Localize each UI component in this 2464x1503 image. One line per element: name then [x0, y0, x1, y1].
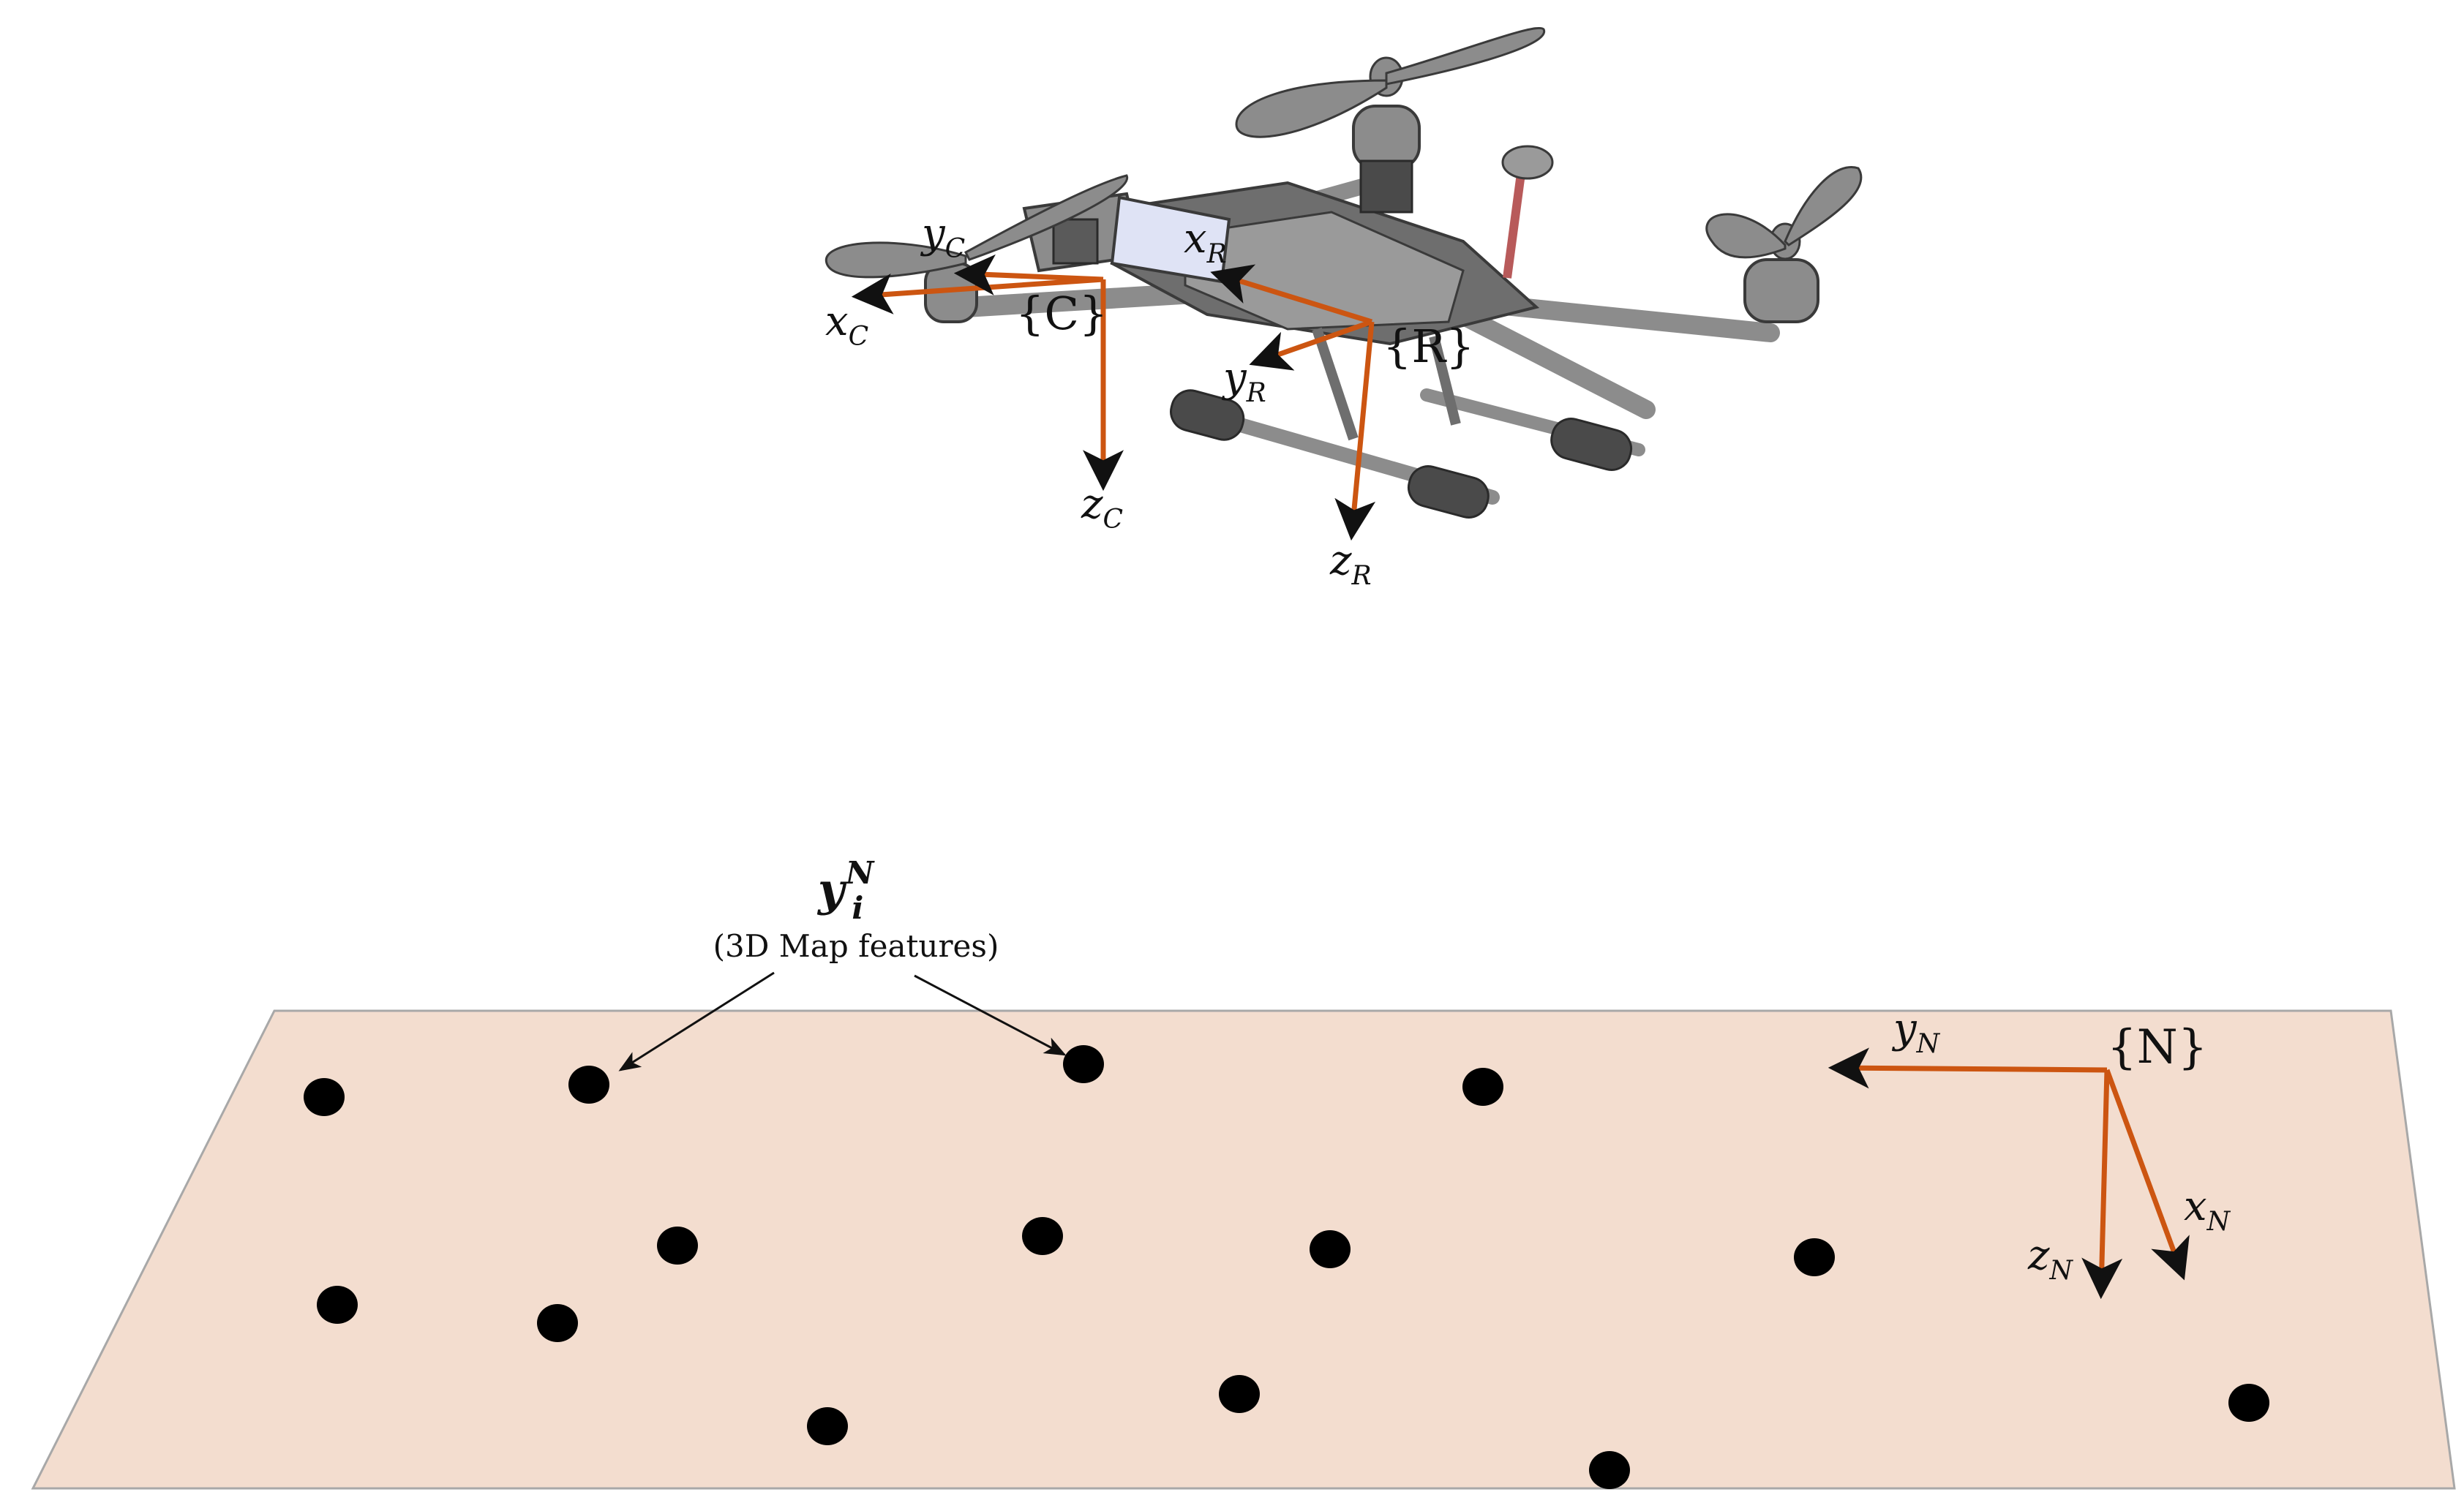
map-feature-dot: [2228, 1384, 2269, 1422]
navigation-z-label: zN: [2027, 1232, 2074, 1286]
camera-y-label: yC: [920, 210, 965, 264]
feature-pointer-right: [914, 974, 1067, 1056]
motor-top: [1235, 26, 1546, 214]
navigation-y-axis: [1828, 1047, 2108, 1089]
quadcopter-icon: [825, 26, 1863, 519]
map-feature-dot: [1794, 1238, 1835, 1276]
map-feature-dot: [1063, 1045, 1104, 1083]
navigation-y-label: yN: [1891, 1005, 1941, 1059]
camera-y-axis: [953, 254, 1104, 295]
map-feature-dot: [317, 1286, 358, 1324]
ground-plane: [31, 1009, 2456, 1490]
map-feature-dot: [568, 1066, 609, 1104]
robot-frame: {R} xR yR zR: [1184, 215, 1475, 591]
map-feature-dot: [1589, 1451, 1630, 1489]
robot-x-label: xR: [1184, 215, 1227, 269]
motor-right: [1705, 166, 1863, 323]
navigation-frame: {N} yN zN xN: [1828, 1005, 2231, 1300]
robot-y-label: yR: [1221, 354, 1266, 408]
map-feature-dot: [1219, 1375, 1260, 1413]
camera-frame-label: {C}: [1015, 287, 1108, 340]
map-feature-dot: [304, 1078, 345, 1116]
robot-frame-label: {R}: [1383, 320, 1475, 373]
robot-y-axis: [1249, 319, 1373, 371]
camera-z-label: zC: [1081, 481, 1123, 535]
map-feature-dot: [1310, 1230, 1351, 1268]
navigation-x-axis: [2104, 1069, 2190, 1281]
robot-z-axis: [1334, 321, 1376, 541]
robot-z-label: zR: [1329, 537, 1372, 591]
map-feature-dot: [537, 1304, 578, 1342]
map-features: [304, 1045, 2269, 1489]
robot-x-axis: [1210, 264, 1373, 325]
map-feature-dot: [807, 1407, 848, 1445]
camera-x-label: xC: [825, 298, 868, 352]
navigation-x-label: xN: [2184, 1183, 2231, 1237]
map-feature-dot: [1022, 1217, 1063, 1255]
map-feature-dot: [657, 1227, 698, 1265]
map-feature-dot: [1462, 1068, 1503, 1106]
navigation-frame-label: {N}: [2107, 1020, 2207, 1074]
feature-caption: (3D Map features): [713, 928, 999, 964]
feature-pointer-left: [618, 971, 775, 1071]
camera-frame: {C} yC xC zC: [825, 210, 1124, 535]
navigation-z-axis: [2081, 1069, 2123, 1300]
